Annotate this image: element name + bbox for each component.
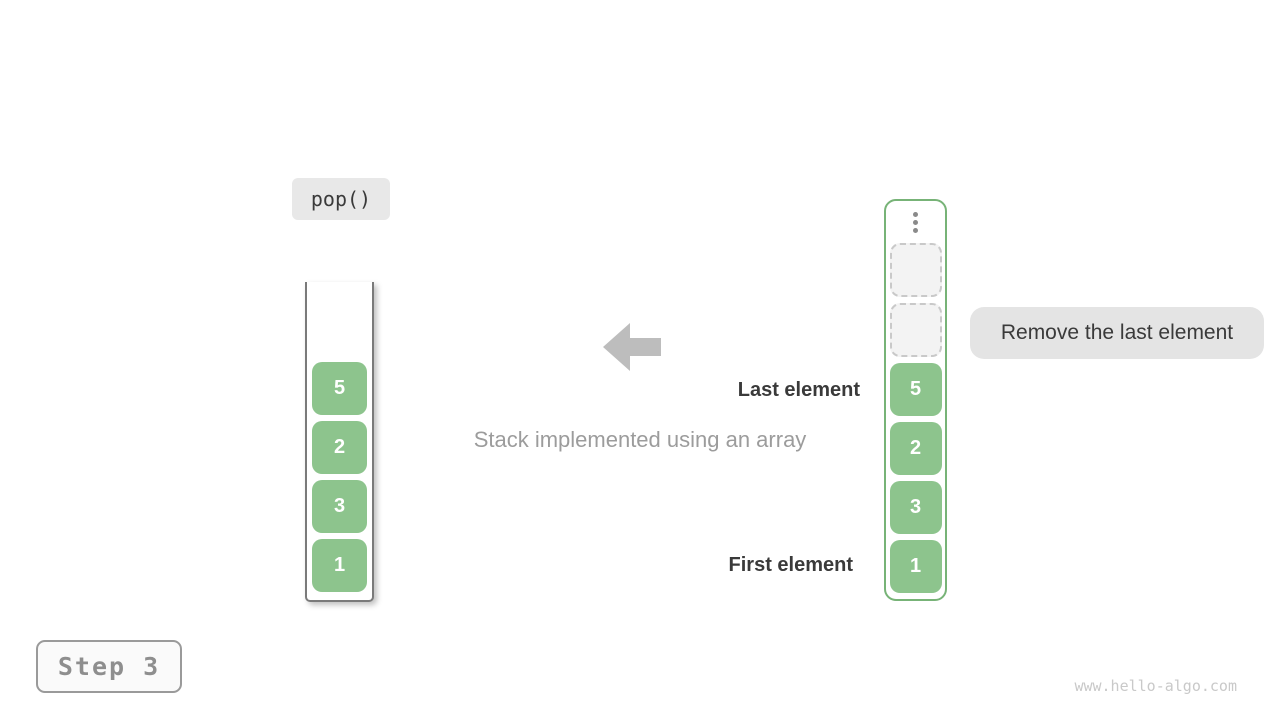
watermark-text: www.hello-algo.com [1074, 677, 1237, 695]
diagram-caption: Stack implemented using an array [473, 427, 807, 452]
stack-element: 1 [312, 539, 367, 592]
array-element: 3 [889, 481, 942, 534]
array-element: 1 [889, 540, 942, 593]
array-element: 2 [889, 422, 942, 475]
stack-element: 3 [312, 480, 367, 533]
empty-slot [889, 303, 942, 357]
pop-operation-label: pop() [292, 178, 390, 220]
stack-element: 5 [312, 362, 367, 415]
stack-element: 2 [312, 421, 367, 474]
array-container: 5 2 3 1 [884, 199, 947, 601]
step-indicator: Step 3 [36, 640, 182, 693]
last-element-label: Last element [737, 379, 860, 401]
left-arrow-icon [603, 323, 661, 371]
first-element-label: First element [728, 554, 853, 576]
array-element: 5 [889, 363, 942, 416]
empty-slot [889, 243, 942, 297]
stack-container: 5 2 3 1 [305, 282, 374, 602]
ellipsis-vertical-icon [913, 207, 918, 237]
action-label: Remove the last element [970, 307, 1264, 359]
